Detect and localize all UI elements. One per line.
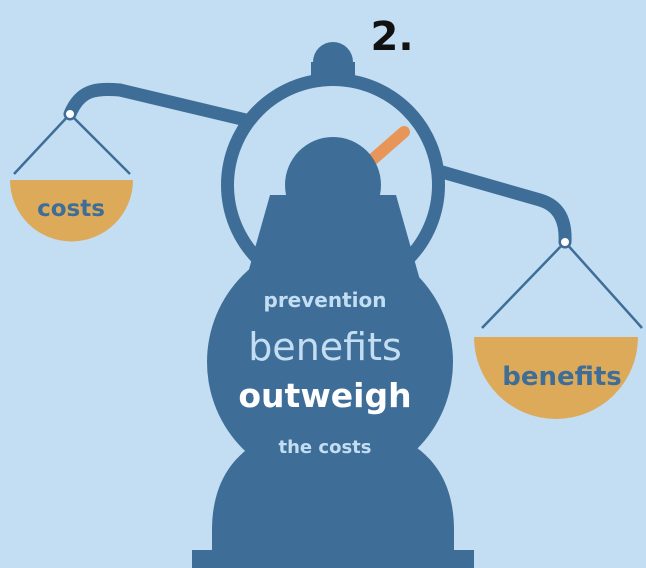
right-pan-string-right: [564, 241, 643, 329]
body-line-benefits: benefits: [248, 325, 402, 369]
body-line-the-costs: the costs: [279, 437, 372, 458]
body-line-outweigh: outweigh: [238, 376, 411, 415]
scale-beam: [63, 82, 572, 249]
right-pan-string-left: [481, 241, 566, 329]
right-hook: [559, 236, 571, 248]
scale-bottom-bulb: [212, 425, 454, 552]
left-pan: [10, 180, 133, 242]
scale-main-bulb: [207, 239, 453, 485]
gauge-needle: [366, 126, 410, 166]
left-pan-string-left: [13, 113, 71, 175]
right-pan-label: benefits: [502, 362, 622, 392]
left-pan-label: costs: [37, 196, 105, 222]
right-pan: [474, 337, 638, 419]
left-hook: [64, 108, 76, 120]
left-pan-string-right: [69, 113, 131, 175]
step-number: 2.: [370, 14, 413, 60]
scale-base: [192, 550, 474, 568]
body-line-prevention: prevention: [264, 288, 387, 312]
